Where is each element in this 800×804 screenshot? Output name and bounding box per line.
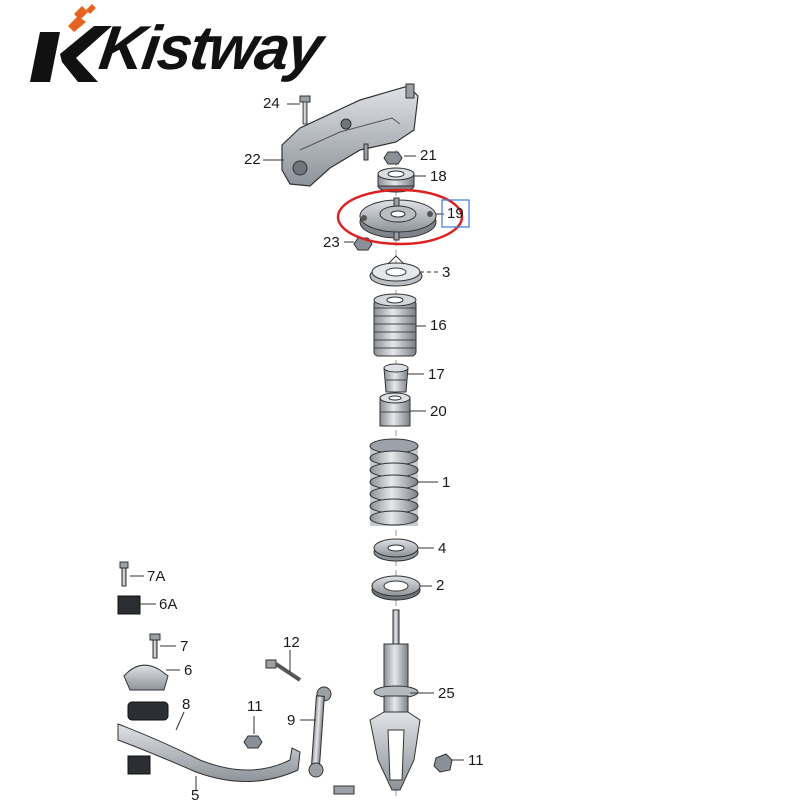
callout-6: 6: [184, 662, 193, 679]
callout-19: 19: [447, 205, 464, 222]
callout-7: 7: [180, 638, 189, 655]
highlight-box: [441, 199, 470, 228]
part-5-stabilizer-bar: [117, 723, 301, 783]
callout-11-left: 11: [247, 698, 263, 715]
callout-12: 12: [283, 634, 300, 651]
part-1-coil-spring: [369, 438, 419, 526]
callout-24: 24: [263, 95, 280, 112]
callout-20: 20: [430, 403, 447, 420]
part-8-bushing: [127, 701, 169, 721]
callout-17: 17: [428, 366, 445, 383]
part-6-clamp: [123, 664, 169, 691]
part-7A-bolt: [119, 561, 129, 587]
callout-4: 4: [438, 540, 447, 557]
part-22-bracket: [281, 83, 419, 187]
part-20-sleeve: [379, 392, 411, 427]
logo-mark: [30, 4, 112, 82]
part-12-bolt: [265, 659, 302, 682]
callout-21: 21: [420, 147, 437, 164]
part-17-bump-stop: [383, 363, 409, 393]
highlight-circle: [336, 188, 464, 246]
callout-11-right: 11: [468, 752, 484, 769]
callout-25: 25: [438, 685, 455, 702]
part-19-strut-mount: [359, 197, 437, 241]
part-bolt-bottom: [333, 785, 355, 795]
callout-6A: 6A: [159, 596, 178, 613]
callout-18: 18: [430, 168, 447, 185]
part-11-nut-left: [243, 735, 263, 749]
brand-logo: Kistway: [16, 4, 325, 94]
callout-5: 5: [191, 787, 200, 804]
part-3-spring-pad: [369, 255, 423, 287]
part-11-nut-right: [433, 753, 453, 773]
part-7-bolt: [149, 633, 161, 659]
callout-23: 23: [323, 234, 340, 251]
part-2-spring-pad: [371, 575, 421, 601]
callout-1: 1: [442, 474, 451, 491]
part-24-bolt: [299, 95, 311, 125]
callout-22: 22: [244, 151, 261, 168]
part-9-drop-link: [308, 686, 332, 778]
callout-2: 2: [436, 577, 445, 594]
part-21-nut: [383, 151, 403, 165]
callout-16: 16: [430, 317, 447, 334]
part-25-shock-absorber: [369, 609, 421, 791]
part-4-spring-seat: [373, 538, 419, 562]
leader-lines: [130, 103, 464, 790]
callout-9: 9: [287, 712, 296, 729]
part-18-bearing: [377, 167, 415, 193]
callout-3: 3: [442, 264, 451, 281]
part-16-dust-boot: [373, 293, 417, 357]
part-6A-bushing: [117, 595, 141, 615]
callout-7A: 7A: [147, 568, 166, 585]
callout-8: 8: [182, 696, 191, 713]
